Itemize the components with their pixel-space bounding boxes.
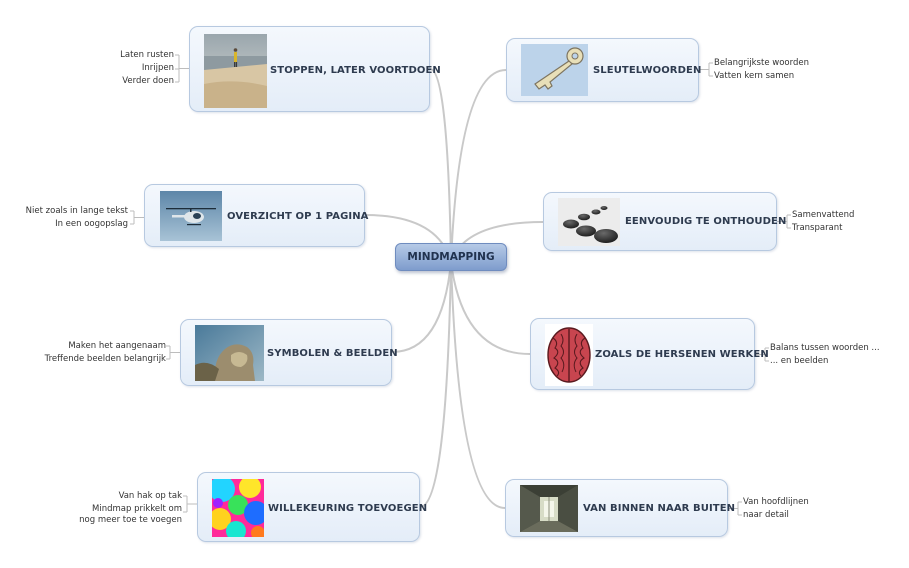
topic-label: ZOALS DE HERSENEN WERKEN (595, 349, 769, 360)
connector-symbolen (391, 261, 452, 353)
subtopic-note[interactable]: ... en beelden (770, 356, 829, 366)
connector-stoppen (429, 68, 452, 263)
key-icon (521, 44, 588, 96)
subtopic-note[interactable]: Laten rusten (120, 50, 174, 60)
beach-walker-icon (204, 34, 267, 108)
statue-icon (195, 325, 264, 381)
subtopic-note[interactable]: naar detail (743, 510, 789, 520)
connector-willekeuring (419, 261, 452, 508)
subtopic-note[interactable]: Niet zoals in lange tekst (25, 206, 128, 216)
topic-label: VAN BINNEN NAAR BUITEN (583, 503, 736, 514)
topic-stoppen[interactable]: STOPPEN, LATER VOORTDOEN (189, 26, 441, 112)
topic-label: SYMBOLEN & BEELDEN (267, 348, 398, 359)
color-blobs-icon (212, 479, 264, 537)
topic-hersenen[interactable]: ZOALS DE HERSENEN WERKEN (530, 318, 769, 390)
central-topic[interactable]: MINDMAPPING (395, 243, 507, 271)
subtopic-note[interactable]: Maken het aangenaam (68, 341, 166, 351)
subtopic-note[interactable]: Verder doen (122, 76, 174, 86)
subtopic-note[interactable]: Balans tussen woorden ... (770, 343, 880, 353)
topic-overzicht[interactable]: OVERZICHT OP 1 PAGINA (144, 184, 368, 247)
helicopter-icon (160, 191, 222, 241)
topic-label: STOPPEN, LATER VOORTDOEN (270, 65, 441, 76)
topic-symbolen[interactable]: SYMBOLEN & BEELDEN (180, 319, 398, 386)
subtopic-note[interactable]: Van hoofdlijnen (743, 497, 809, 507)
topic-label: EENVOUDIG TE ONTHOUDEN (625, 216, 787, 227)
connector-sleutel (450, 69, 507, 263)
subtopic-note[interactable]: Inrijpen (141, 63, 174, 73)
topic-sleutelwoorden[interactable]: SLEUTELWOORDEN (506, 38, 702, 102)
subtopic-note[interactable]: Treffende beelden belangrijk (44, 354, 166, 364)
corridor-icon (520, 485, 578, 532)
subtopic-note[interactable]: Van hak op tak (118, 491, 182, 501)
subtopic-note[interactable]: Transparant (792, 223, 843, 233)
subtopic-note[interactable]: Belangrijkste woorden (714, 58, 809, 68)
subtopic-note[interactable]: Samenvattend (792, 210, 855, 220)
stepping-stones-icon (558, 198, 620, 246)
subtopic-note[interactable]: Vatten kern samen (714, 71, 795, 81)
subtopic-note[interactable]: Mindmap prikkelt om nog meer toe te voeg… (79, 504, 182, 525)
topic-label: OVERZICHT OP 1 PAGINA (227, 211, 369, 222)
connector-binnen (450, 261, 506, 509)
topic-label: WILLEKEURING TOEVOEGEN (268, 503, 428, 514)
topic-van-binnen[interactable]: VAN BINNEN NAAR BUITEN (505, 479, 735, 537)
connector-hersenen (450, 261, 531, 355)
topic-eenvoudig[interactable]: EENVOUDIG TE ONTHOUDEN (543, 192, 786, 251)
topic-label: SLEUTELWOORDEN (593, 65, 702, 76)
topic-willekeuring[interactable]: WILLEKEURING TOEVOEGEN (197, 472, 427, 542)
subtopic-note[interactable]: In een oogopslag (55, 219, 128, 229)
brain-icon (545, 324, 593, 386)
